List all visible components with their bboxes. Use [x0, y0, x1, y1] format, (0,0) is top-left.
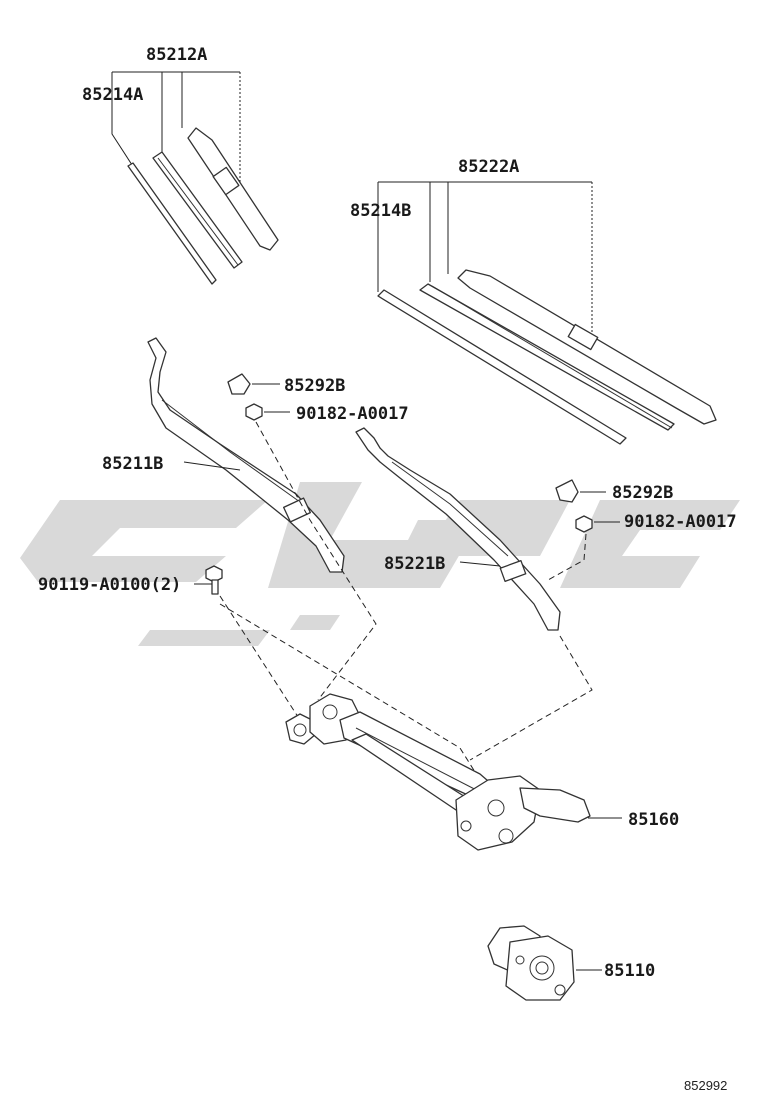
wiper-arm-85221b: [355, 427, 561, 631]
label-85222a: 85222A: [458, 157, 519, 177]
label-85211b: 85211B: [102, 454, 163, 474]
figure-reference: 852992: [684, 1078, 727, 1093]
label-85292b-right: 85292B: [612, 483, 673, 503]
label-85212a: 85212A: [146, 45, 207, 65]
wiper-link-85160: [285, 693, 622, 851]
front-right-blade-group: [377, 181, 717, 445]
label-85292b-left: 85292B: [284, 376, 345, 396]
nut-90182-right: [575, 515, 593, 533]
left-cap-and-nut: [227, 373, 290, 421]
right-cap-and-nut: [555, 479, 620, 533]
label-85160: 85160: [628, 810, 679, 830]
blade-rubber-85214b: [377, 289, 627, 445]
label-90182-left: 90182-A0017: [296, 404, 409, 424]
label-90182-right: 90182-A0017: [624, 512, 737, 532]
bolt-90119: [194, 565, 223, 595]
wiper-motor-85110: [487, 925, 602, 1001]
front-left-blade-group: [111, 71, 279, 285]
label-85214a: 85214A: [82, 85, 143, 105]
label-85221b: 85221B: [384, 554, 445, 574]
cap-85292b-right: [555, 479, 579, 503]
nut-90182-left: [245, 403, 263, 421]
watermark-logo: [20, 482, 740, 646]
label-85110: 85110: [604, 961, 655, 981]
blade-refill-right: [419, 283, 675, 431]
assembly-dashed-lines: [219, 421, 593, 797]
blade-rubber-85214a: [127, 162, 217, 285]
cap-85292b-left: [227, 373, 251, 395]
label-85214b: 85214B: [350, 201, 411, 221]
wiper-arm-85211b: [147, 337, 345, 573]
label-90119: 90119-A0100(2): [38, 575, 181, 595]
